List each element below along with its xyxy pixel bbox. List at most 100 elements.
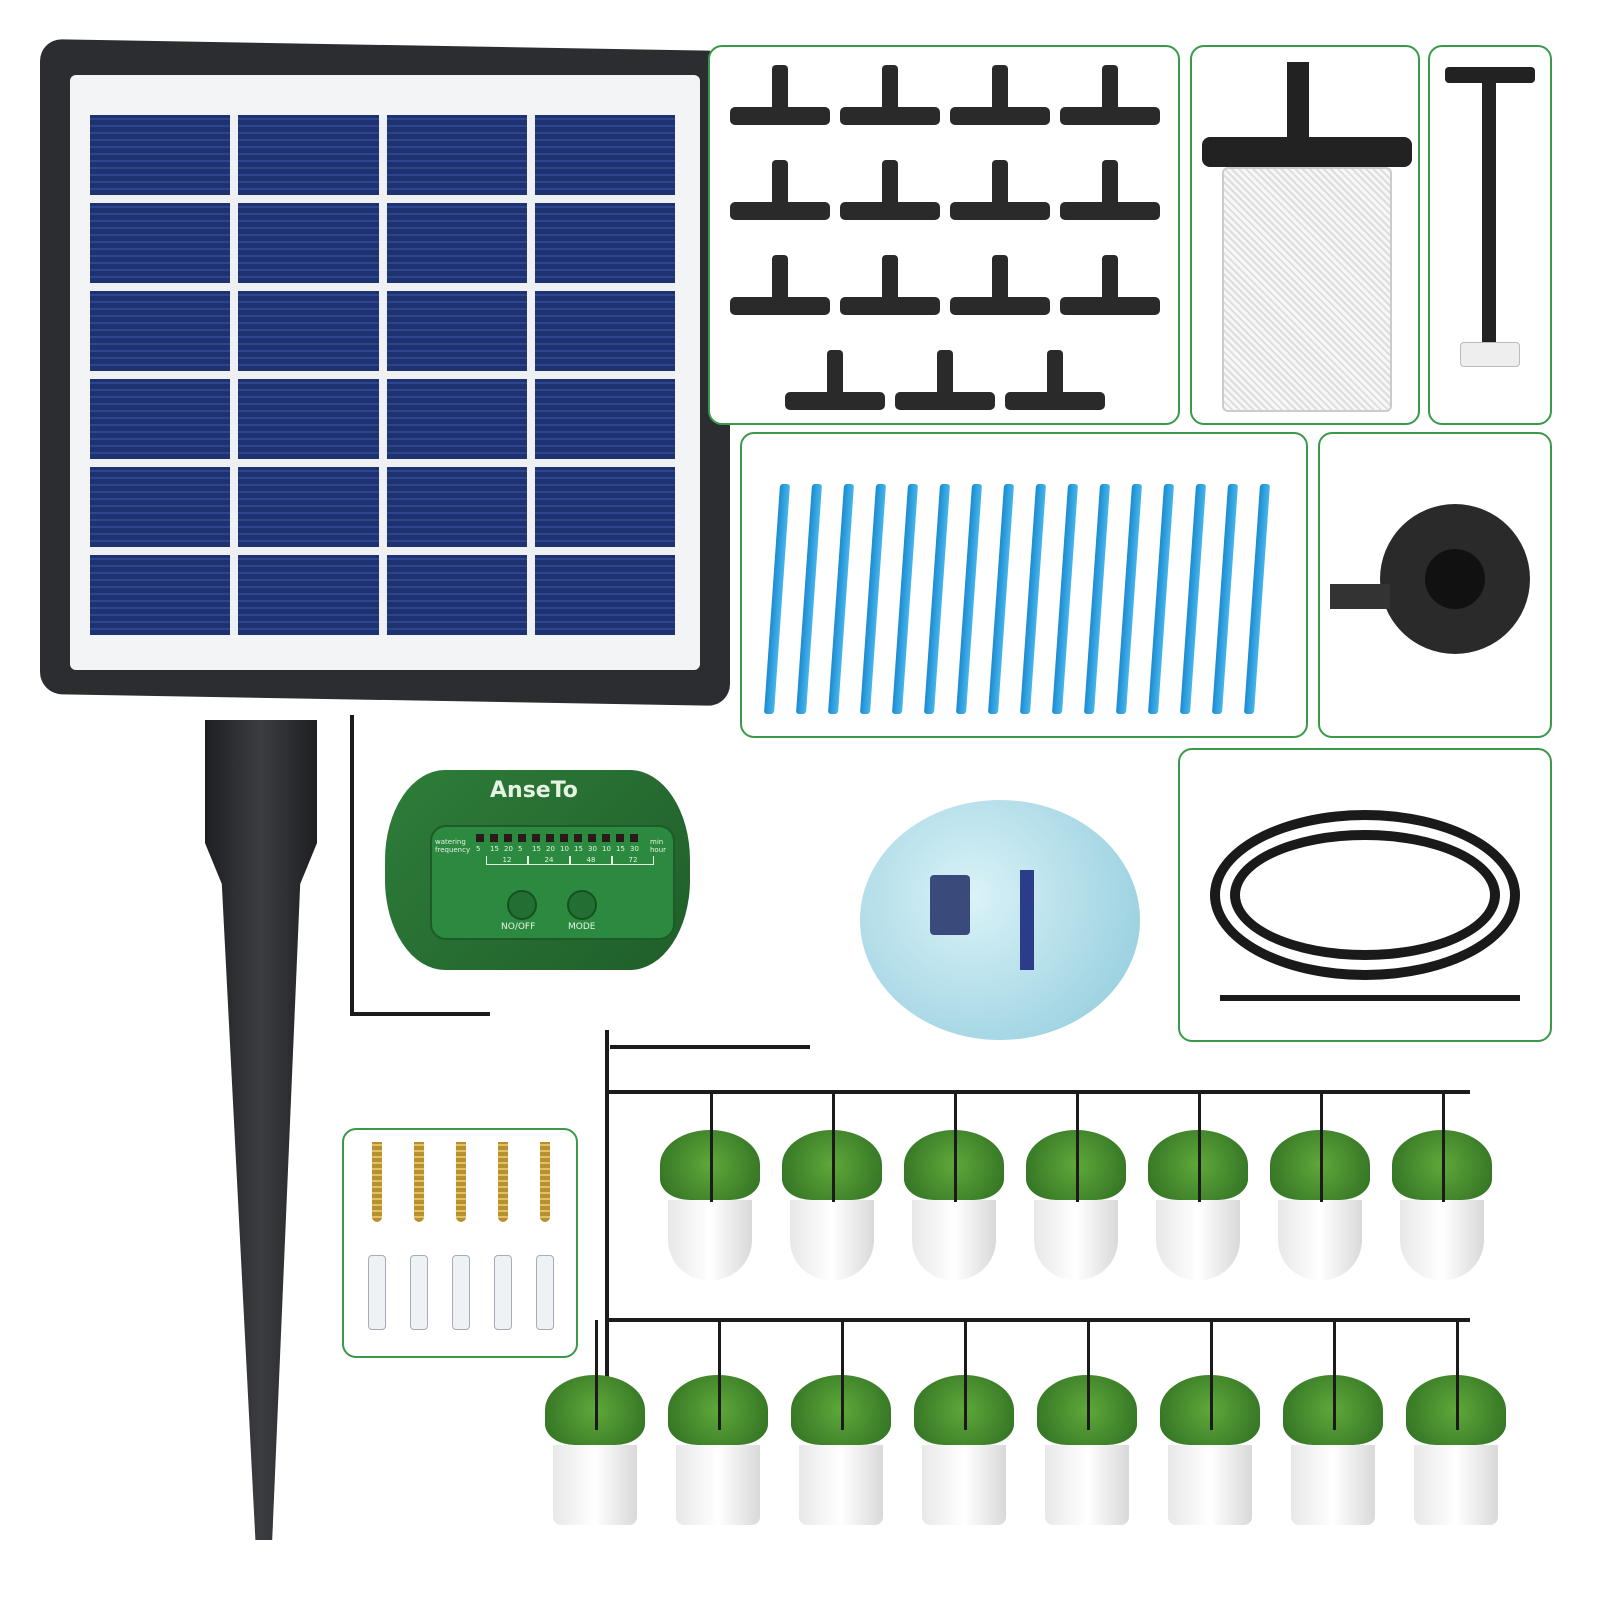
- led-indicator: [490, 834, 498, 842]
- solar-cell: [386, 203, 527, 283]
- plant-pot: [1278, 1200, 1362, 1280]
- t-shaft: [1482, 77, 1496, 347]
- filter-nozzle: [1287, 62, 1309, 142]
- solar-cells: [90, 115, 675, 635]
- solar-cell: [90, 379, 231, 459]
- dripper: [795, 484, 823, 714]
- dripper: [1083, 484, 1111, 714]
- filter-cap: [1202, 137, 1412, 167]
- drip-line: [1076, 1092, 1079, 1202]
- solar-cell: [90, 467, 231, 547]
- drippers-box: [740, 432, 1308, 738]
- power-button[interactable]: [507, 890, 537, 920]
- minute-option: 10: [602, 845, 611, 853]
- tee-connector: [840, 160, 940, 230]
- minute-option: 30: [588, 845, 597, 853]
- dripper: [1211, 484, 1239, 714]
- bottom-line: [605, 1318, 1470, 1322]
- tee-connector: [730, 65, 830, 135]
- led-indicator: [574, 834, 582, 842]
- solar-cell: [238, 467, 379, 547]
- water-sensor: [1020, 870, 1034, 970]
- dripper: [1147, 484, 1175, 714]
- led-indicator: [616, 834, 624, 842]
- minute-option: 15: [532, 845, 541, 853]
- tee-connector: [730, 255, 830, 325]
- dripper: [1179, 484, 1207, 714]
- plant-pot: [1156, 1200, 1240, 1280]
- filter-box: [1190, 45, 1420, 425]
- drip-line: [964, 1320, 967, 1430]
- led-indicator: [476, 834, 484, 842]
- dripper: [1019, 484, 1047, 714]
- drip-line: [1333, 1320, 1336, 1430]
- plant-pot: [553, 1445, 637, 1525]
- filter-mesh: [1222, 167, 1392, 412]
- end-plug: [1460, 342, 1520, 367]
- solar-cell: [238, 379, 379, 459]
- plant-pot: [1034, 1200, 1118, 1280]
- tee-connector: [950, 255, 1050, 325]
- tee-connector: [785, 350, 885, 420]
- hour-group: 24: [528, 856, 570, 865]
- minute-option: 5: [476, 845, 481, 853]
- drip-line: [718, 1320, 721, 1430]
- water-bowl: [860, 800, 1140, 1040]
- drip-line: [595, 1320, 598, 1430]
- solar-cell: [534, 379, 675, 459]
- tubing-end: [1220, 995, 1520, 1001]
- tee-connector: [895, 350, 995, 420]
- drip-line: [710, 1092, 713, 1202]
- solar-cell: [238, 115, 379, 195]
- solar-cell: [238, 555, 379, 635]
- mode-button[interactable]: [567, 890, 597, 920]
- plant-pot: [1291, 1445, 1375, 1525]
- cable: [350, 715, 354, 1015]
- solar-cell: [90, 115, 231, 195]
- screw: [540, 1142, 550, 1222]
- main-tube: [605, 1030, 609, 1470]
- tee-connector: [950, 65, 1050, 135]
- solar-cell: [534, 291, 675, 371]
- cable: [350, 1012, 490, 1016]
- minute-option: 15: [574, 845, 583, 853]
- unit-hour: hour: [650, 846, 667, 854]
- dripper: [1115, 484, 1143, 714]
- plant-pot: [799, 1445, 883, 1525]
- solar-cell: [90, 291, 231, 371]
- dripper: [1051, 484, 1079, 714]
- tee-connector: [840, 255, 940, 325]
- mount-box: [1318, 432, 1552, 738]
- hour-group: 48: [570, 856, 612, 865]
- tube-to-bowl: [610, 1045, 810, 1049]
- plant-pot: [668, 1200, 752, 1280]
- minute-option: 10: [560, 845, 569, 853]
- dripper: [859, 484, 887, 714]
- tee-connector: [840, 65, 940, 135]
- tee-connectors-box: [708, 45, 1180, 425]
- solar-cell: [238, 291, 379, 371]
- led-indicator: [504, 834, 512, 842]
- tee-connector: [1060, 65, 1160, 135]
- led-indicator: [630, 834, 638, 842]
- solar-cell: [534, 115, 675, 195]
- drip-line: [1320, 1092, 1323, 1202]
- drip-line: [1198, 1092, 1201, 1202]
- plant-pot: [912, 1200, 996, 1280]
- drip-line: [1210, 1320, 1213, 1430]
- solar-cell: [386, 467, 527, 547]
- tee-connector: [1060, 255, 1160, 325]
- unit-min: min: [650, 838, 664, 846]
- led-indicator: [602, 834, 610, 842]
- led-indicator: [560, 834, 568, 842]
- t-bar: [1445, 67, 1535, 83]
- drip-line: [1442, 1092, 1445, 1202]
- minute-option: 20: [546, 845, 555, 853]
- drip-line: [1087, 1320, 1090, 1430]
- dripper: [1243, 484, 1271, 714]
- hour-group: 12: [486, 856, 528, 865]
- minute-option: 30: [630, 845, 639, 853]
- drip-line: [841, 1320, 844, 1430]
- wall-anchor: [368, 1255, 386, 1330]
- dripper: [827, 484, 855, 714]
